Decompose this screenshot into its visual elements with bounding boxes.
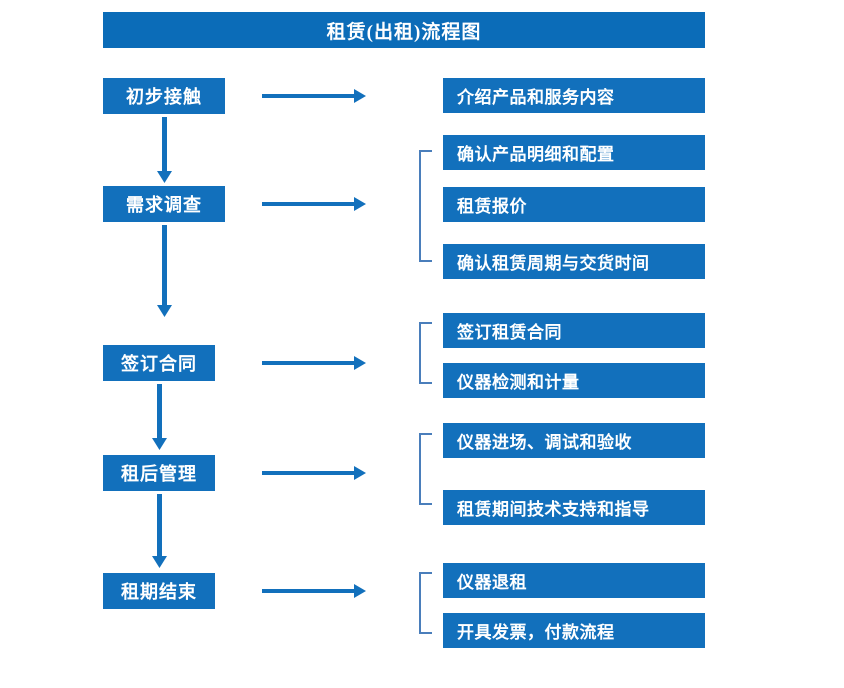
arrow-down-1-to-2 [157,117,172,183]
arrow-right-stage-1 [262,89,366,103]
arrow-right-stage-2 [262,197,366,211]
detail-box-4[interactable]: 确认租赁周期与交货时间 [443,244,705,279]
bracket-group-2 [419,150,432,262]
detail-box-5[interactable]: 签订租赁合同 [443,313,705,348]
detail-box-7[interactable]: 仪器进场、调试和验收 [443,423,705,458]
detail-box-8[interactable]: 租赁期间技术支持和指导 [443,490,705,525]
arrow-down-2-to-3 [157,225,172,317]
detail-box-10[interactable]: 开具发票，付款流程 [443,613,705,648]
stage-box-3[interactable]: 签订合同 [103,345,215,381]
bracket-group-4 [419,433,432,505]
arrow-down-3-to-4 [152,384,167,450]
stage-box-4[interactable]: 租后管理 [103,455,215,491]
bracket-group-3 [419,322,432,384]
detail-box-6[interactable]: 仪器检测和计量 [443,363,705,398]
detail-box-9[interactable]: 仪器退租 [443,563,705,598]
arrow-right-stage-4 [262,466,366,480]
stage-box-2[interactable]: 需求调查 [103,186,225,222]
arrow-right-stage-5 [262,584,366,598]
arrow-right-stage-3 [262,356,366,370]
page-title: 租赁(出租)流程图 [103,12,705,48]
detail-box-2[interactable]: 确认产品明细和配置 [443,135,705,170]
arrow-down-4-to-5 [152,494,167,568]
detail-box-1[interactable]: 介绍产品和服务内容 [443,78,705,113]
stage-box-1[interactable]: 初步接触 [103,78,225,114]
detail-box-3[interactable]: 租赁报价 [443,187,705,222]
stage-box-5[interactable]: 租期结束 [103,573,215,609]
bracket-group-5 [419,572,432,634]
